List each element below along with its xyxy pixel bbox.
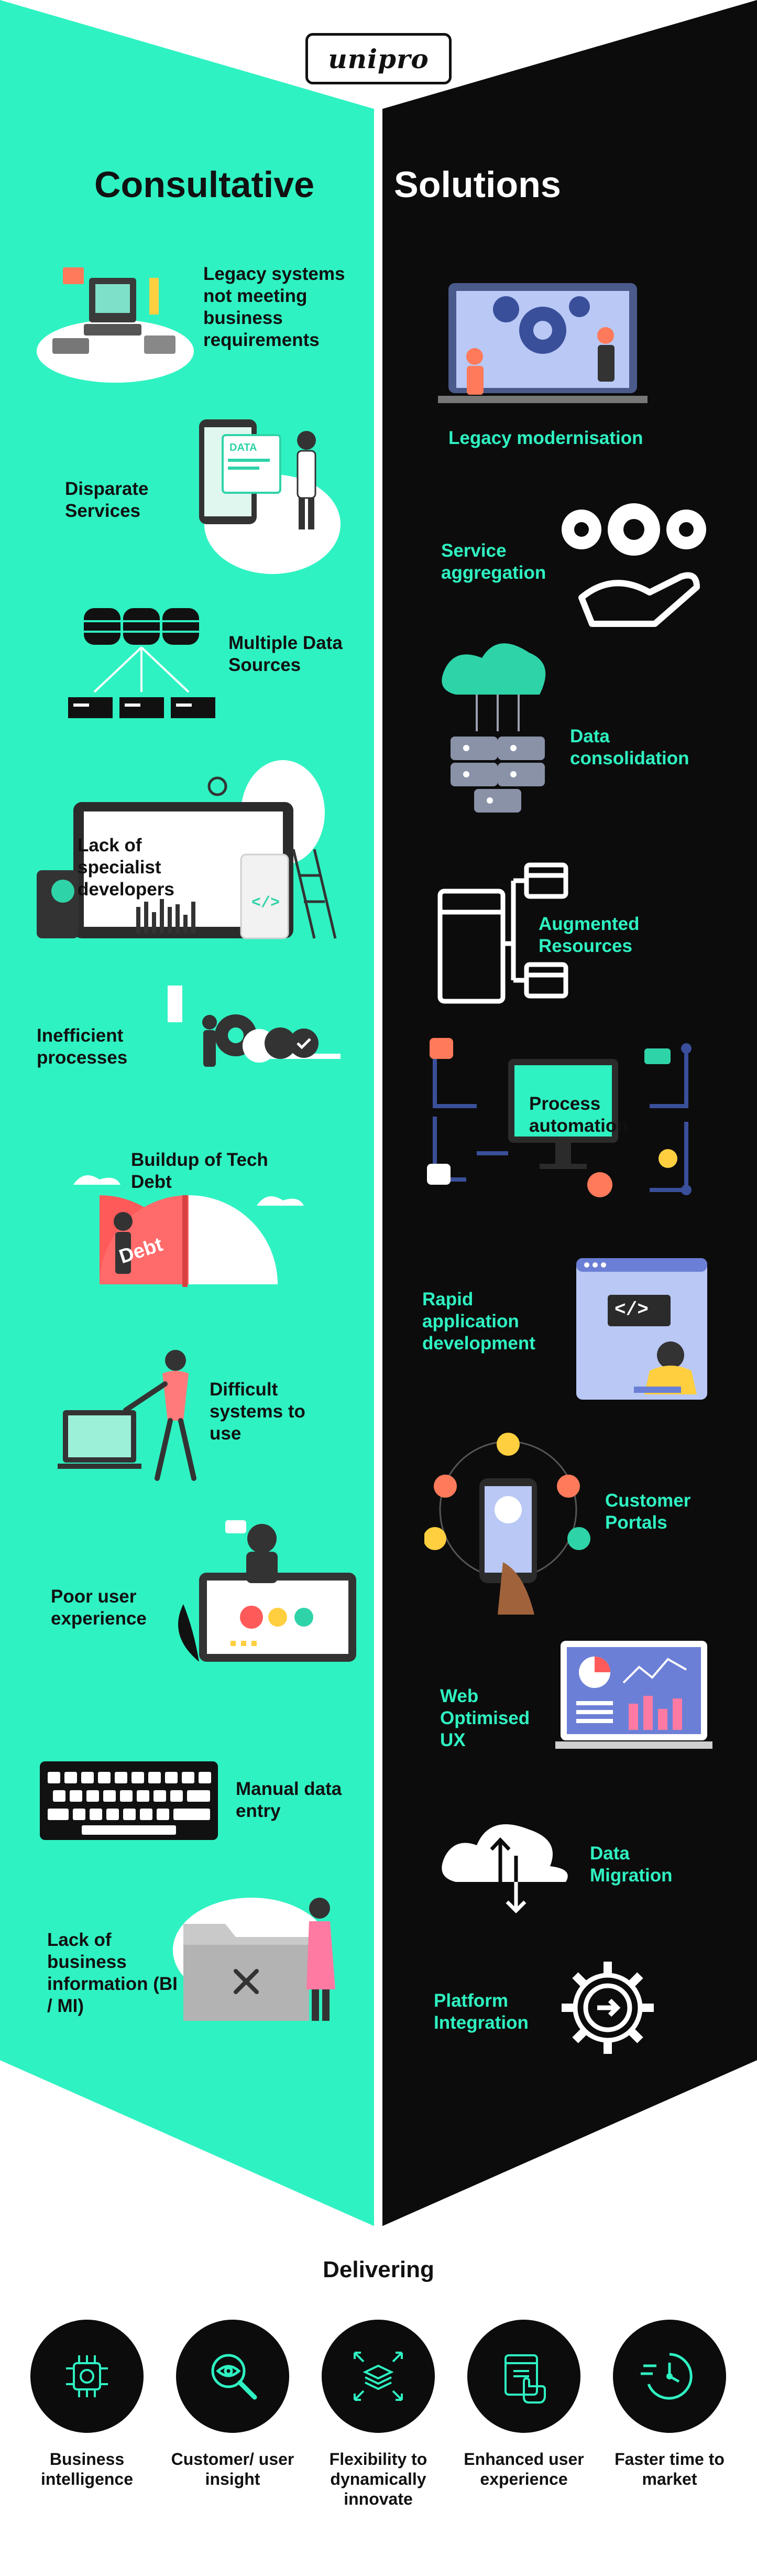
poor-user-experience-label: Poor user experience (51, 1586, 147, 1629)
enhanced-ux-label: Enhanced user experience (464, 2450, 584, 2488)
svg-text:</>: </> (251, 894, 280, 912)
speed-clock-icon (641, 2353, 693, 2400)
delivering-title: Delivering (323, 2257, 434, 2282)
delivering-item-business-intelligence (30, 2320, 144, 2433)
developer-screen-icon: </> (37, 760, 337, 939)
multiple-data-sources-label: Multiple Data Sources (228, 633, 343, 675)
databases-icon (68, 608, 215, 718)
disparate-services-label: Disparate Services (65, 479, 149, 521)
process-automation-label: Process automation (529, 1094, 628, 1136)
inefficient-processes-label: Inefficient processes (37, 1025, 128, 1068)
faster-time-label: Faster time to market (615, 2450, 725, 2488)
manual-data-entry-label: Manual data entry (236, 1779, 342, 1821)
layers-arrows-icon (354, 2352, 403, 2401)
flexibility-label: Flexibility to dynamically innovate (329, 2450, 427, 2508)
portal-phone-icon (424, 1433, 590, 1615)
tech-debt-label: Buildup of Tech Debt (131, 1150, 268, 1192)
gears-hand-icon (562, 503, 706, 627)
touch-screen-icon (504, 2354, 546, 2404)
legacy-systems-label: Legacy systems not meeting business requ… (203, 264, 345, 350)
svg-text:DATA: DATA (229, 442, 257, 453)
delivering-item-faster-time (613, 2320, 726, 2433)
delivering-item-customer-insight (176, 2320, 289, 2433)
struggling-user-icon (58, 1350, 196, 1481)
data-migration-label: Data Migration (590, 1843, 673, 1886)
brain-chip-icon (66, 2355, 108, 2397)
integration-gear-icon (562, 1962, 654, 2054)
lack-of-bi-label: Lack of business information (BI / MI) (47, 1930, 178, 2016)
code-brackets-text: </> (615, 1299, 649, 1321)
data-consolidation-label: Data consolidation (570, 726, 689, 769)
customer-insight-label: Customer/ user insight (171, 2450, 294, 2488)
empty-folder-icon (173, 1898, 335, 2021)
code-laptop-icon (576, 1258, 707, 1400)
cloud-database-icon (442, 643, 546, 813)
gears-worker-icon (168, 986, 341, 1067)
legacy-modernisation-label: Legacy modernisation (448, 428, 643, 448)
magnifier-eye-icon (211, 2354, 257, 2400)
difficult-systems-label: Difficult systems to use (210, 1379, 305, 1444)
lack-of-developers-label: Lack of specialist developers (78, 835, 174, 900)
debt-gauge-icon (73, 1175, 304, 1287)
data-phone-icon: DATA (199, 419, 341, 574)
dashboard-monitor-icon (555, 1641, 712, 1749)
service-aggregation-label: Service aggregation (441, 540, 546, 583)
web-optimised-ux-label: Web Optimised UX (440, 1686, 530, 1750)
structure-icon (437, 862, 568, 1004)
unipro-logo: unipro (305, 33, 452, 84)
feedback-tablet-icon (178, 1520, 356, 1662)
keyboard-icon (40, 1761, 218, 1840)
platform-integration-label: Platform Integration (434, 1990, 529, 2033)
consultative-title: Consultative (94, 164, 315, 205)
vintage-computer-icon (37, 267, 194, 383)
automation-circuit-icon (427, 1038, 692, 1197)
delivering-item-enhanced-ux (467, 2320, 580, 2433)
solutions-title: Solutions (394, 164, 561, 205)
delivering-item-flexibility (322, 2320, 435, 2433)
business-intelligence-label: Business intelligence (40, 2450, 134, 2488)
augmented-resources-label: Augmented Resources (539, 914, 640, 956)
cloud-transfer-icon (442, 1824, 568, 1913)
customer-portals-label: Customer Portals (605, 1490, 691, 1533)
rapid-app-dev-label: Rapid application development (422, 1289, 535, 1354)
modernisation-icon (438, 283, 648, 403)
